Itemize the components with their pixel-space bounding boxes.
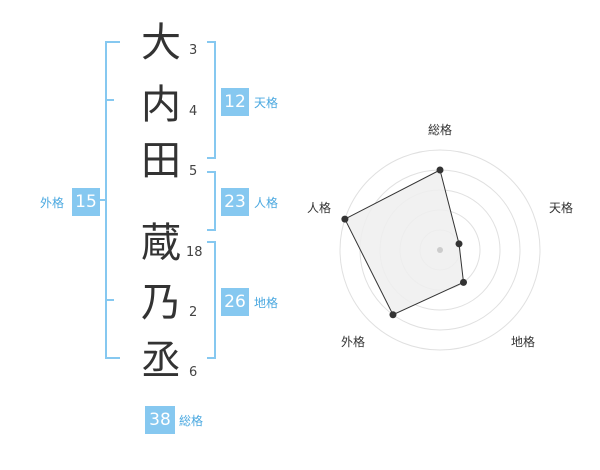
radar-point-0 (436, 166, 444, 174)
soukaku-badge: 38 (145, 406, 175, 434)
stroke-count-4: 18 (186, 245, 203, 260)
radar-axis-label-jinkaku: 人格 (307, 201, 332, 215)
chikaku-badge: 26 (221, 288, 249, 316)
name-char-4: 蔵 (141, 220, 181, 266)
name-char-1: 大 (141, 20, 181, 66)
radar-center (437, 247, 443, 253)
radar-point-4 (341, 215, 349, 223)
jinkaku-bracket (207, 171, 216, 231)
chikaku-bracket (207, 241, 216, 359)
radar-axis-label-soukaku: 総格 (428, 123, 453, 137)
stroke-count-1: 3 (189, 43, 198, 58)
radar-axis-label-gaikaku: 外格 (341, 335, 366, 349)
tenkaku-badge: 12 (221, 88, 249, 116)
gaikaku-label: 外格 (40, 196, 65, 210)
jinkaku-label: 人格 (254, 196, 279, 210)
radar-axis-label-chikaku: 地格 (511, 335, 536, 349)
stroke-count-2: 4 (189, 104, 198, 119)
soukaku-label: 総格 (179, 414, 204, 428)
name-char-2: 内 (141, 82, 181, 128)
radar-polygon (344, 169, 465, 316)
tenkaku-label: 天格 (254, 96, 279, 110)
name-char-5: 乃 (141, 280, 181, 326)
chikaku-label: 地格 (254, 296, 279, 310)
tenkaku-bracket (207, 41, 216, 159)
name-char-3: 田 (141, 138, 181, 184)
jinkaku-badge: 23 (221, 188, 249, 216)
radar-point-3 (389, 311, 397, 319)
radar-point-2 (460, 278, 468, 286)
stroke-count-5: 2 (189, 305, 198, 320)
radar-axis-label-tenkaku: 天格 (549, 201, 574, 215)
name-char-6: 丞 (141, 338, 181, 384)
stroke-count-3: 5 (189, 164, 198, 179)
stroke-count-6: 6 (189, 365, 198, 380)
radar-point-1 (455, 240, 463, 248)
gaikaku-badge: 15 (72, 188, 100, 216)
